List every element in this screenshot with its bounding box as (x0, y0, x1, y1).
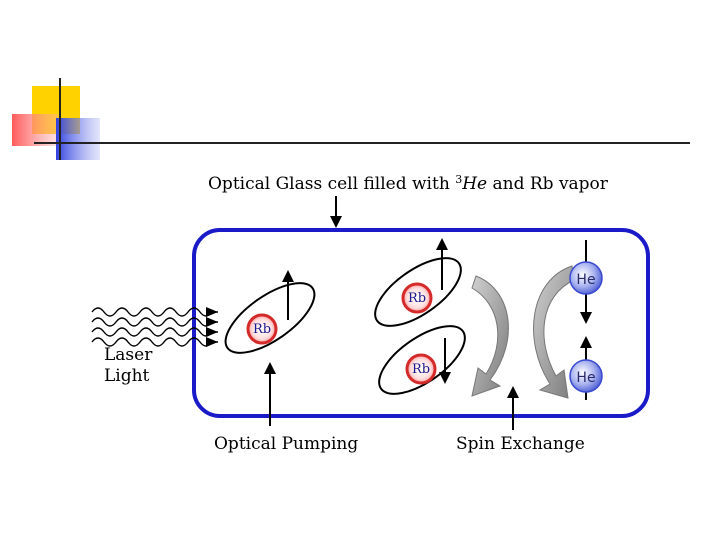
rb-bottom-orbital (378, 325, 466, 395)
deco-blue-square (56, 118, 100, 160)
isotope-name: He (461, 174, 487, 194)
rb-top-nucleus (401, 282, 433, 314)
rb-top-label: Rb (408, 291, 426, 306)
laser-arrowhead-4 (206, 337, 218, 347)
laser-arrowhead-1 (206, 307, 218, 317)
he-bottom-label: He (576, 370, 595, 386)
he-top-label: He (576, 272, 595, 288)
cell-title: Optical Glass cell filled with 3He and R… (208, 173, 609, 194)
rb-left-label: Rb (253, 322, 271, 337)
laser-arrowhead-2 (206, 317, 218, 327)
deco-red-square (12, 114, 58, 146)
he-top-nucleus (569, 261, 603, 295)
laser-wave-2 (91, 317, 218, 327)
he-bottom-nucleus (569, 359, 603, 393)
rb-left-nucleus (246, 313, 278, 345)
optical-pumping-label: Optical Pumping (214, 434, 358, 454)
laser-arrowhead-3 (206, 327, 218, 337)
rb-bottom-label: Rb (412, 362, 430, 377)
glass-cell (192, 228, 650, 418)
spin-exchange-label: Spin Exchange (456, 434, 585, 454)
laser-arrowheads (206, 307, 218, 347)
rb-bottom-nucleus (405, 353, 437, 385)
he-atom-bottom: He (569, 336, 603, 400)
spin-exchange-arrows (471, 265, 575, 399)
laser-label-line2: Light (104, 366, 150, 386)
laser-label-line1: Laser (104, 345, 153, 365)
laser-waves (91, 307, 218, 347)
rb-top-orbital (374, 257, 462, 327)
laser-wave-4 (91, 337, 218, 347)
rb-atom-bottom: Rb (378, 325, 466, 395)
isotope-superscript: 3 (455, 173, 462, 186)
rb-left-orbital (224, 282, 316, 354)
laser-wave-1 (91, 307, 218, 317)
spin-exchange-arrow-up (533, 265, 575, 399)
rb-atom-left: Rb (224, 270, 316, 354)
laser-wave-3 (91, 327, 218, 337)
he-atom-top: He (569, 240, 603, 324)
spin-exchange-arrow-down (471, 275, 509, 397)
corner-decoration (12, 78, 690, 160)
rb-atom-top: Rb (374, 238, 462, 327)
